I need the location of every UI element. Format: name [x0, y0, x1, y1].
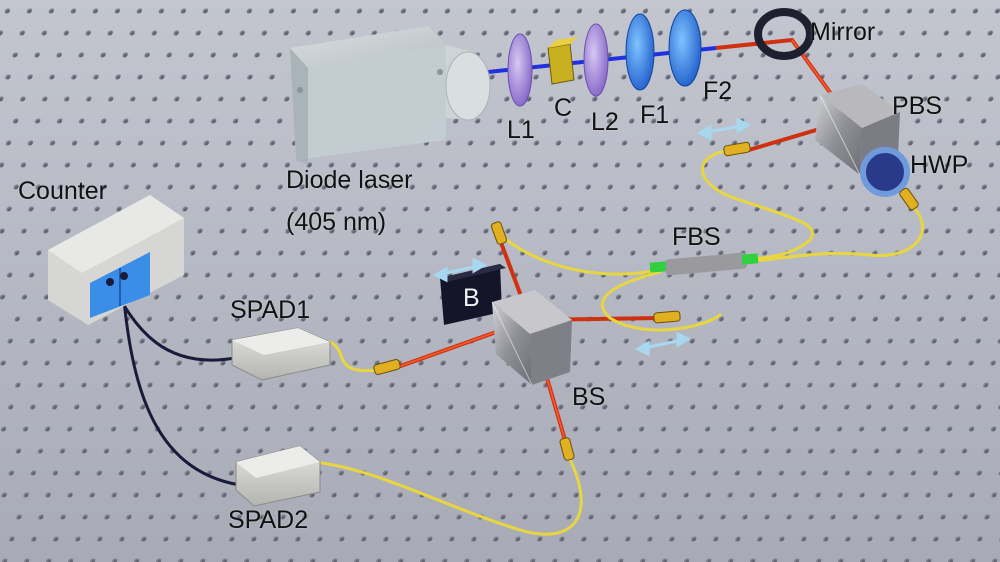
l1-label: L1: [507, 116, 535, 144]
translation-arrow-icons: [432, 117, 752, 357]
spad2-label: SPAD2: [228, 506, 309, 534]
f2-label: F2: [703, 77, 733, 105]
c-label: C: [554, 94, 573, 122]
wavelength-label: (405 nm): [286, 208, 387, 236]
diode-laser-label: Diode laser: [286, 166, 413, 194]
fiber-paths: [313, 148, 925, 536]
spad2-detector-icon: [235, 445, 321, 507]
waveplate-icon: [860, 147, 910, 197]
lens-l1-icon: [507, 33, 533, 107]
counter-label: Counter: [18, 177, 107, 205]
fiber-beam-splitter-icon: [649, 252, 759, 276]
fiber-connector-icons: [373, 141, 919, 461]
lens-l2-icon: [583, 23, 609, 97]
fbs-label: FBS: [672, 223, 721, 251]
bs-cube-icon: [491, 290, 572, 386]
crystal-icon: [547, 37, 578, 85]
diode-laser-icon: [290, 26, 491, 165]
spad1-label: SPAD1: [230, 296, 311, 324]
mirror-icon: [754, 8, 814, 60]
filter-f2-icon: [668, 9, 702, 87]
mirror-label: Mirror: [810, 18, 876, 46]
filter-f1-icon: [625, 13, 655, 91]
beam-block-label: B: [463, 284, 480, 312]
bs-label: BS: [572, 383, 606, 411]
pbs-label: PBS: [892, 92, 943, 120]
f1-label: F1: [640, 101, 670, 129]
spad1-detector-icon: [231, 327, 331, 381]
counter-box-icon: [48, 195, 184, 325]
l2-label: L2: [591, 108, 619, 136]
hwp-label: HWP: [910, 151, 969, 179]
